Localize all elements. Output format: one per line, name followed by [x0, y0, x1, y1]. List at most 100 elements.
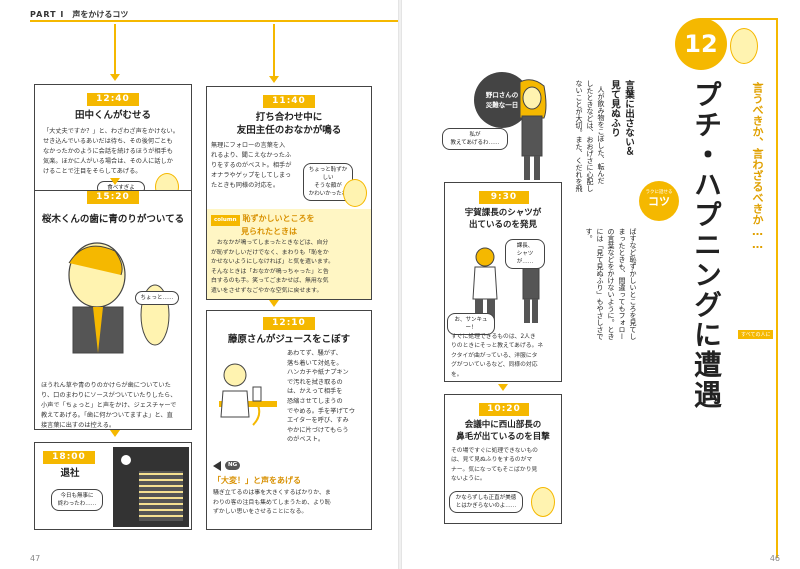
diary-title-line: 災難な一日 — [485, 101, 519, 109]
kotsu-big: コツ — [648, 195, 670, 208]
bubble-line: シャツが…… — [516, 251, 534, 265]
text-line: ナー。気になってもそこばかり見 — [451, 466, 538, 473]
text-line: でやめる。手を挙げてウ — [287, 407, 356, 415]
text-line: りをするのがベスト。相手が — [211, 162, 292, 169]
flow-line — [273, 24, 275, 76]
flow-line — [114, 24, 116, 74]
book-gutter — [398, 0, 402, 569]
panel-title: 会議中に西山部長の 鼻毛が出ているのを目撃 — [445, 419, 561, 443]
body-text: 人が飲み物をこぼした、転んだ したときなどは、おおげさに心配し ないことが大切。… — [572, 80, 606, 260]
bubble-line: 教えてあげるわ…… — [450, 140, 500, 146]
text-line: あわてず、騒がず、 — [287, 350, 342, 357]
text-line: たときも同様の対応を。 — [211, 182, 280, 189]
text-line: ないように。 — [451, 476, 486, 483]
text-line: のがベスト。 — [287, 436, 325, 444]
text-line: オナラやゲップをしてしまっ — [211, 172, 292, 179]
sub-title-line: 言葉に出さない＆ — [623, 80, 634, 156]
sub-title-line: 見て見ぬふり — [609, 80, 620, 137]
ng-tag: NG — [225, 461, 241, 470]
spill-illustration — [219, 363, 277, 426]
speech-bubble: かならずしも正直が美徳 とはかぎらないのよ…… — [449, 491, 523, 513]
column-title-line: 恥ずかしいところを — [242, 214, 315, 223]
title-line: 宇賀課長のシャツが — [464, 208, 542, 218]
text-line: 小声で「ちょっと」と声をかけ、ジェスチャーで — [41, 402, 177, 409]
flow-arrow — [269, 76, 279, 83]
sub-title: 言葉に出さない＆ — [622, 80, 634, 156]
speech-bubble: 私が 教えてあげるわ…… — [442, 128, 508, 150]
text-line: が恥ずかしいだけでなく、まわりも「恥をか — [211, 249, 329, 256]
bubble-line: かならずしも正直が美徳 — [455, 495, 517, 501]
kotsu-small: ラクに話せる — [645, 190, 673, 195]
speaker-icon — [213, 461, 221, 471]
text-line: 白するのも手。笑ってごまかせば、無用な気 — [211, 278, 329, 284]
text-line: れるより、聞こえなかったふ — [211, 152, 292, 159]
header-rule — [30, 20, 400, 22]
panel-text: あわてず、騒がず、 落ち着いて対処を。 ハンカチや紙ナプキン で汚れを拭き取るの… — [287, 349, 371, 445]
main-title: プチ・ハプニングに遭遇 — [690, 80, 723, 410]
text-line: なかったかのように会話を続けるほうが相手も — [43, 148, 173, 155]
page-number: 46 — [769, 554, 780, 563]
text-line: けることで注目をそらしてあげる。 — [43, 168, 142, 175]
building-windows — [139, 471, 183, 521]
text-line: 無理にフォローの言葉を入 — [211, 142, 286, 149]
panel-text: ほうれん草や青のりのかけらが歯についていた り、口のまわりにソースがついていたり… — [41, 381, 191, 431]
text-line: 「大丈夫ですか？」と、わざわざ声をかけない。 — [43, 128, 179, 135]
text-line: わりの客の注目も集めてしまうため、より恥 — [213, 499, 331, 506]
panel-1140: 11:40 打ち合わせ中に 友田主任のおなかが鳴る 無理にフォローの言葉を入 れ… — [206, 86, 372, 300]
right-page: 12 プチ・ハプニングに遭遇 言うべきか、言わざるべきか…… ラクに話せる コツ… — [402, 0, 800, 569]
audience-tag: すべての人に — [738, 330, 774, 339]
text-line: グがついているなど、同様の対応 — [451, 362, 538, 369]
flow-arrow — [269, 300, 279, 307]
text-line: 気楽。ほかに人がいる場合は、その人に話しか — [43, 158, 173, 165]
panel-text: 「大丈夫ですか？」と、わざわざ声をかけない。 せき込んでいるあいだは待ち、その後… — [43, 127, 185, 177]
flow-arrow — [110, 74, 120, 81]
panel-title: 藤原さんがジュースをこぼす — [227, 334, 351, 345]
text-line: 遣いをさせずなごやかな空気に戻せます。 — [211, 287, 323, 294]
text-line: ほうれん草や青のりのかけらが歯についていた — [41, 382, 171, 389]
speech-bubble: 今日も無事に 終わったわ…… — [51, 489, 103, 511]
left-page: PART I 声をかけるコツ 12:40 田中くんがむせる 「大丈夫ですか？」と… — [0, 0, 400, 569]
diary-title-line: 野口さんの — [485, 91, 519, 99]
time-badge: 10:20 — [479, 403, 529, 416]
woman-glasses-illustration — [531, 487, 555, 517]
bubble-line: そうな顔が — [314, 183, 342, 189]
woman-illustration — [343, 179, 367, 207]
text-line: 教えてあげる。「歯に何かついてますよ」と、直 — [41, 412, 173, 419]
speech-bubble: 課長、 シャツが…… — [505, 239, 545, 269]
text-line: を。 — [451, 371, 463, 378]
panel-1020: 10:20 会議中に西山部長の 鼻毛が出ているのを目撃 その場ですぐに処理できな… — [444, 394, 562, 524]
text-line: で汚れを拭き取るの — [287, 378, 343, 386]
text-line: は、見て見ぬふりをするのがマ — [451, 457, 533, 464]
text-line: やかに片づけてもらう — [287, 426, 349, 434]
chapter-border-right — [776, 18, 778, 558]
text-line: 騒ぎ立てるのは事を大きくするばかりか、ま — [213, 490, 331, 496]
text-line: り、口のまわりにソースがついていたりしたら、 — [41, 392, 177, 399]
bubble-line: 終わったわ…… — [57, 501, 97, 507]
kotsu-badge: ラクに話せる コツ — [639, 181, 679, 221]
body-line: ばすなど恥ずかしいところを見てし — [629, 228, 637, 340]
time-badge: 11:40 — [263, 95, 315, 108]
panel-text: すぐに処理できるものは、2人き りのときにそっと教えてあげる。ネ クタイが曲がっ… — [451, 333, 561, 380]
bubble-line: ちょっと恥ずかしい — [308, 167, 348, 181]
part-label: PART I — [30, 9, 65, 19]
title-line: 打ち合わせ中に — [255, 112, 323, 123]
body-line: ないことが大切。また、くだれを飛 — [575, 80, 583, 192]
text-line: かせないようにしなければ」と気を遣います。 — [211, 259, 334, 265]
panel-title: 宇賀課長のシャツが 出ているのを発見 — [445, 207, 561, 231]
title-line: 出ているのを発見 — [468, 220, 537, 230]
time-badge: 12:10 — [263, 317, 315, 330]
text-line: すぐに処理できるものは、2人き — [451, 334, 536, 340]
text-line: エイターを呼び、すみ — [287, 417, 349, 425]
panel-text: その場ですぐに処理できないもの は、見て見ぬふりをするのがマ ナー。気になっても… — [451, 447, 561, 485]
text-line: クタイが曲がっている、洋服にタ — [451, 352, 538, 359]
time-badge: 18:00 — [43, 451, 95, 464]
time-badge: 12:40 — [87, 93, 139, 106]
flow-arrow — [110, 178, 120, 185]
column-title-line: 見られたときは — [241, 227, 297, 236]
panel-1800: 18:00 退社 今日も無事に 終わったわ…… — [34, 442, 192, 530]
text-line: そんなときは「おなかが鳴っちゃった」と告 — [211, 268, 329, 275]
text-line: 接言葉に出すのは控える。 — [41, 422, 116, 429]
chapter-number: 12 — [675, 18, 727, 70]
body-line: には「見て見ぬふり」もやさしさで — [596, 228, 604, 340]
